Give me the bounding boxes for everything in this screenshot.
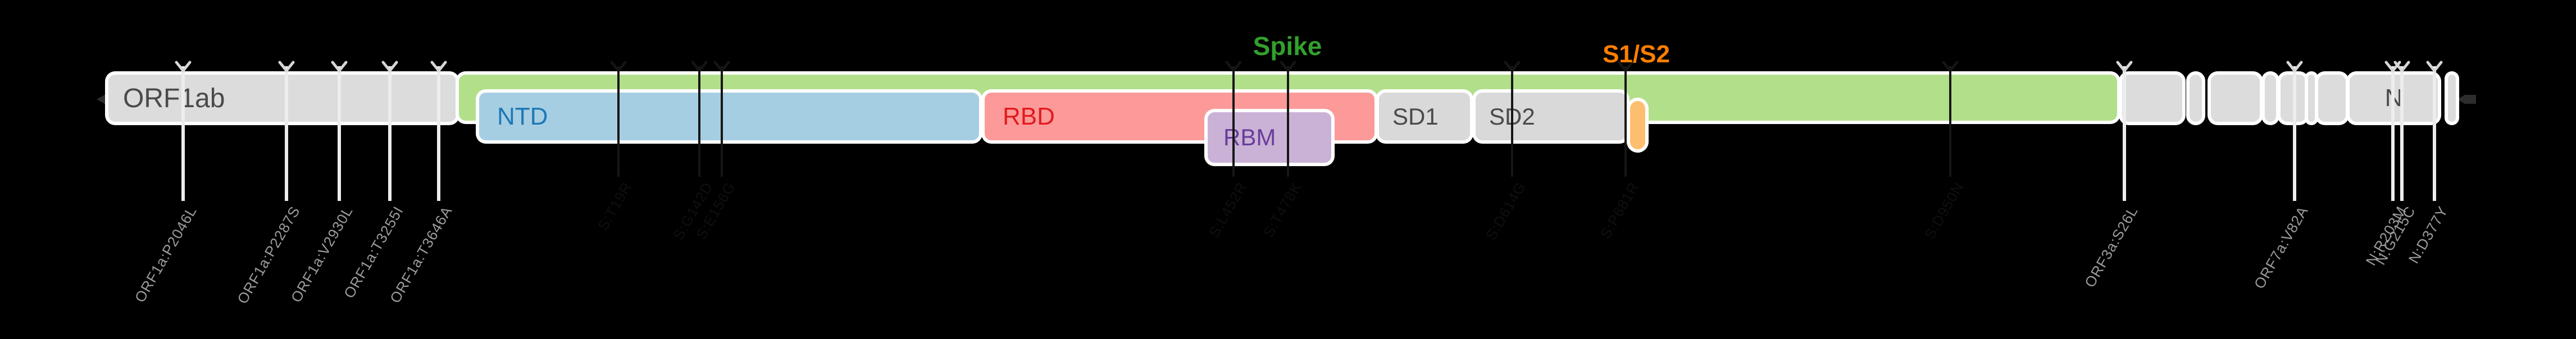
mutation-line-ORF7a [2293,66,2296,201]
gene-box-orf8 [2318,75,2346,122]
mutation-chevron-ORF3a [2116,61,2133,76]
mutation-label-S: S:T478K [1259,179,1305,240]
mutation-line-S [1287,66,1289,177]
genome-end-arrow-left [97,94,106,104]
mutation-chevron-S [1942,61,1959,76]
mutation-label-S: S:D614G [1482,179,1529,243]
gene-label-ntd: NTD [497,102,548,130]
mutation-chevron-ORF1a [278,61,295,76]
gene-label-orf1ab: ORF1ab [123,83,225,113]
mutation-line-N [2391,66,2395,201]
mutation-chevron-ORF7a [2286,61,2303,76]
mutation-line-N [2400,66,2404,201]
gene-box-sd2: SD2 [1476,93,1626,140]
mutation-line-ORF1a [437,66,440,201]
s1s2-title: S1/S2 [1603,40,1670,68]
gene-label-rbm: RBM [1223,124,1276,150]
mutation-chevron-S [691,61,708,76]
gene-box-orf1ab: ORF1ab [108,75,456,122]
mutation-chevron-ORF1a [331,61,348,76]
mutation-chevron-S [610,61,627,76]
mutation-chevron-S [713,61,730,76]
mutation-chevron-S [1225,61,1242,76]
mutation-chevron-ORF1a [175,61,192,76]
mutation-chevron-S [1280,61,1296,76]
mutation-chevron-N [2393,61,2410,76]
mutation-chevron-S [1504,61,1521,76]
gene-box-orf3a [2122,75,2182,122]
gene-box-orf9b [2448,75,2456,122]
gene-box-orf6 [2265,75,2276,122]
mutation-line-ORF1a [181,66,185,201]
gene-label-rbd: RBD [1003,102,1055,130]
gene-box-rbm: RBM [1208,112,1331,163]
gene-box-orf7b [2308,75,2315,122]
mutation-line-S [721,66,723,177]
gene-label-sd2: SD2 [1489,103,1535,130]
gene-box-ntd: NTD [479,93,979,140]
genome-end-arrow-tail [2465,95,2476,104]
mutation-label-S: S:P681R [1596,179,1642,242]
mutation-line-ORF1a [338,66,341,201]
mutation-line-S [698,66,700,177]
gene-box-sd1: SD1 [1379,93,1470,140]
mutation-chevron-ORF1a [430,61,447,76]
mutation-label-ORF1a: ORF1a:P2046L [131,203,200,305]
mutation-line-N [2433,66,2436,201]
genome-end-arrow-right [2457,94,2466,104]
mutation-label-S: S:L452R [1205,179,1250,240]
gene-box-s1s2-marker [1630,101,1645,149]
gene-box-m [2211,75,2260,122]
mutation-line-S [1511,66,1513,177]
mutation-chevron-N [2426,61,2443,76]
mutation-line-S [1624,66,1627,177]
mutation-line-S [1949,66,1951,177]
spike-title: Spike [1253,31,1322,61]
mutation-label-ORF7a: ORF7a:V82A [2250,203,2311,292]
mutation-line-S [1232,66,1235,177]
mutation-line-ORF1a [285,66,288,201]
gene-box-e [2190,75,2202,122]
mutation-chevron-ORF1a [381,61,398,76]
mutation-chevron-S [1617,61,1634,76]
mutation-line-ORF1a [388,66,392,201]
mutation-label-S: S:D950N [1920,179,1967,242]
gene-label-sd1: SD1 [1392,103,1439,130]
mutation-line-ORF3a [2123,66,2126,201]
mutation-label-S: S:T19R [594,179,635,233]
mutation-line-S [617,66,620,177]
mutation-label-ORF3a: ORF3a:S26L [2081,203,2141,291]
